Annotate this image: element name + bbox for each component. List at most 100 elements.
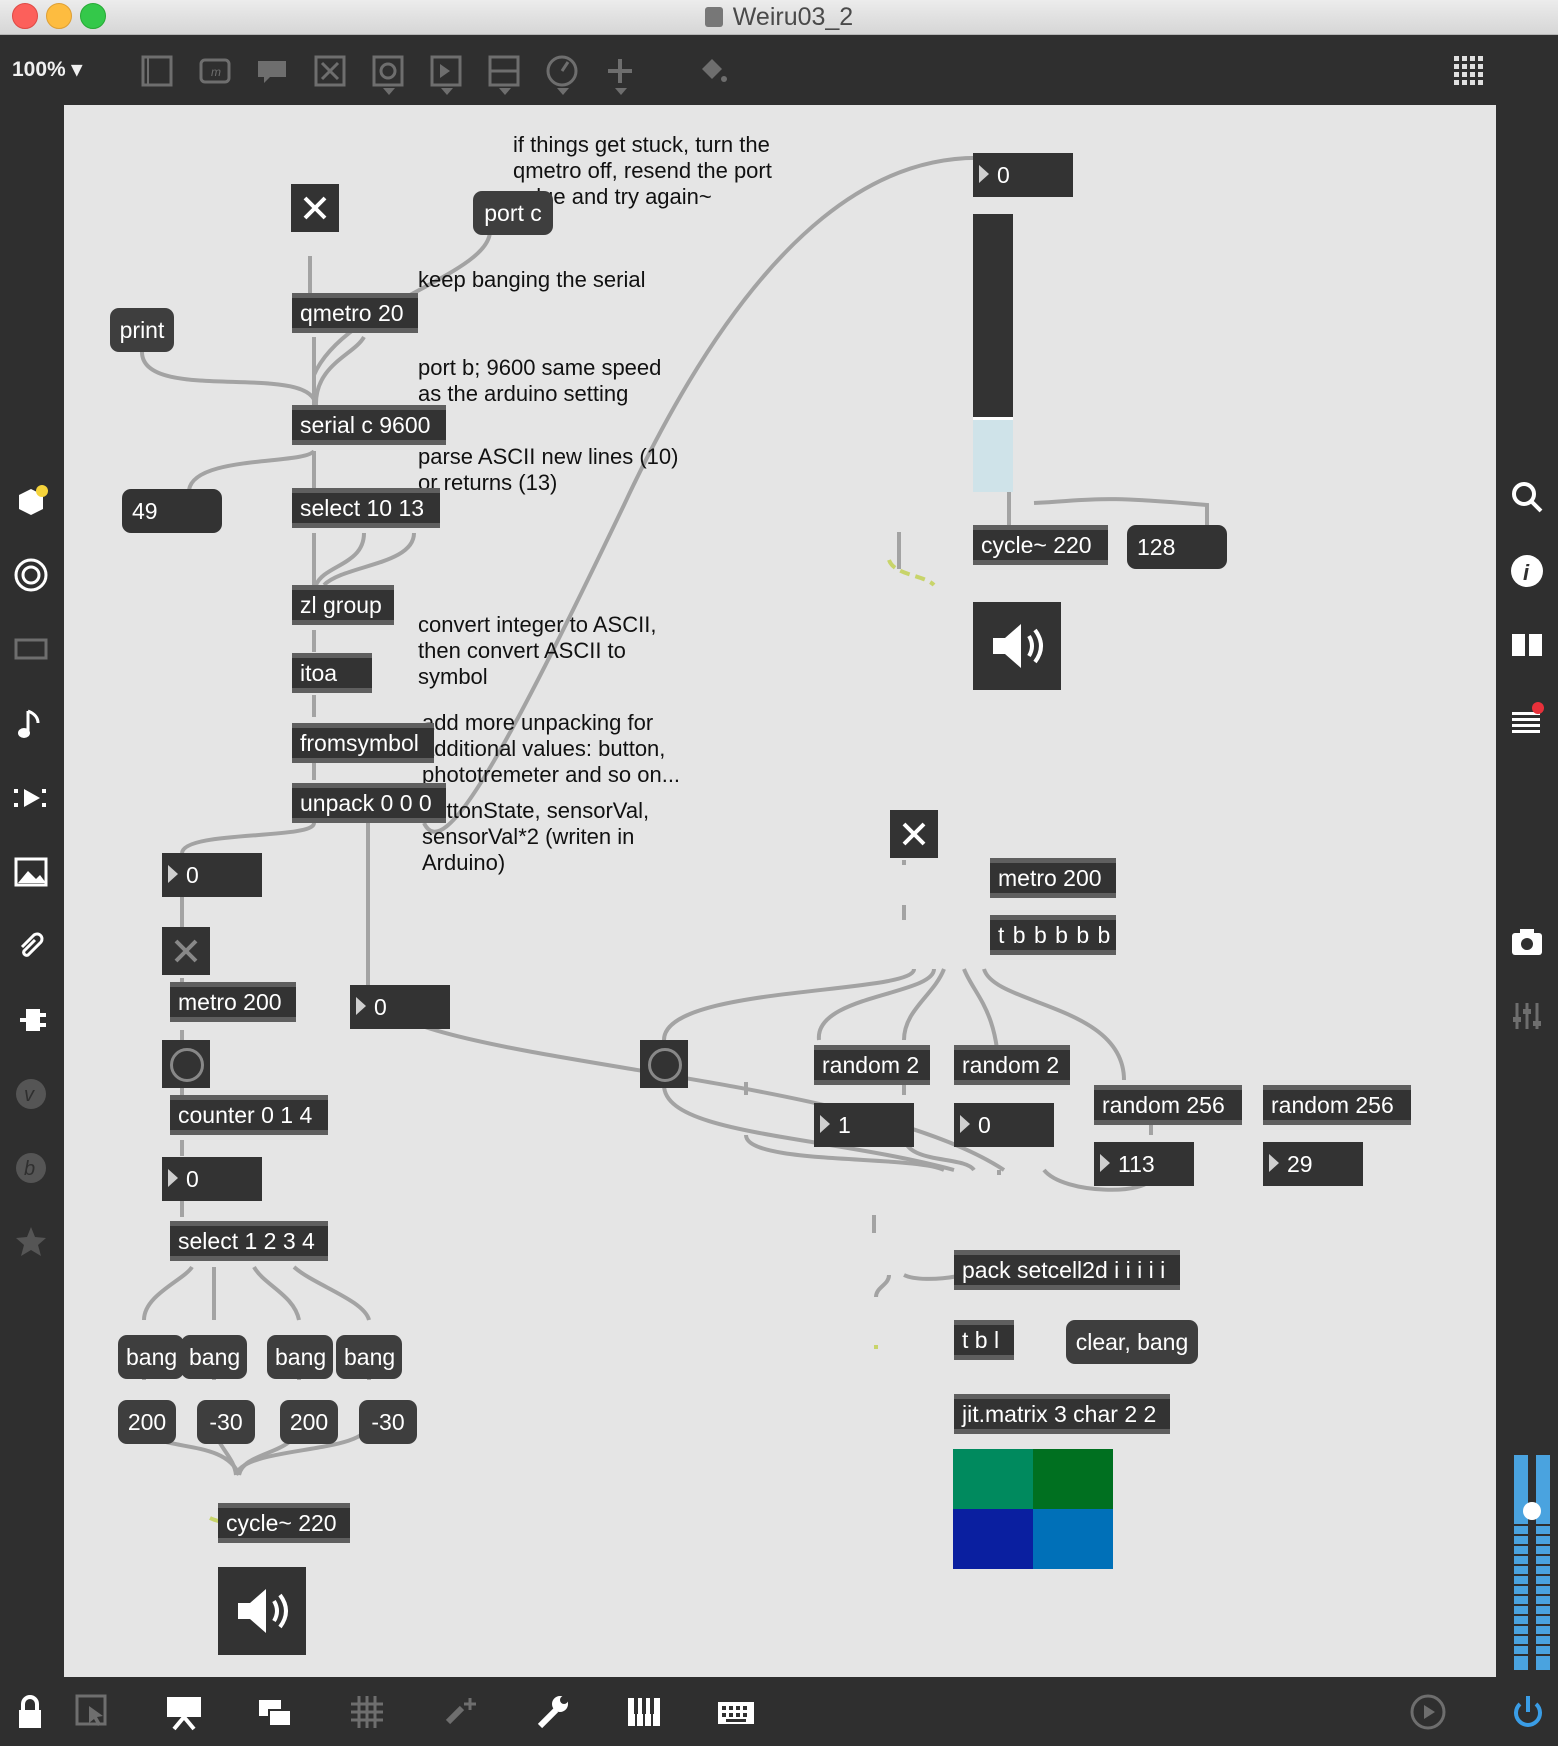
value-minus30-message-1[interactable]: -30 [197,1400,255,1444]
random-2-object-a[interactable]: random 2 [814,1045,930,1085]
mixer-icon[interactable] [1505,994,1549,1038]
bang-message-4[interactable]: bang [336,1335,402,1379]
close-window-button[interactable] [12,3,38,29]
metro-toggle[interactable] [162,927,210,975]
zoom-window-button[interactable] [80,3,106,29]
package-icon[interactable] [9,480,53,524]
unpack-number-box-2[interactable]: 0 [350,985,450,1029]
random-number-box-1[interactable]: 1 [814,1103,914,1147]
slider-icon[interactable] [484,51,524,91]
debug-icon[interactable] [437,1689,483,1735]
fromsymbol-object[interactable]: fromsymbol [292,723,434,763]
value-minus30-message-2[interactable]: -30 [359,1400,417,1444]
trigger-object[interactable]: t b b b b b [990,915,1116,955]
ezdac-right[interactable] [973,602,1061,690]
dsp-power-icon[interactable] [1505,1689,1551,1735]
random-number-box-4[interactable]: 29 [1263,1142,1363,1186]
qmetro-toggle[interactable] [291,184,339,232]
star-icon[interactable] [9,1220,53,1264]
jit-matrix-object[interactable]: jit.matrix 3 char 2 2 [954,1394,1170,1434]
pack-setcell-object[interactable]: pack setcell2d i i i i i [954,1250,1180,1290]
serial-number-box[interactable]: 49 [122,489,222,533]
ezdac-left[interactable] [218,1567,306,1655]
value-200-message-2[interactable]: 200 [280,1400,338,1444]
lock-icon[interactable] [7,1689,53,1735]
unpack-object[interactable]: unpack 0 0 0 [292,783,446,823]
clipboard-icon[interactable] [9,627,53,671]
toggle-icon[interactable] [310,51,350,91]
bang-message-1[interactable]: bang [118,1335,184,1379]
grid-icon[interactable] [1449,51,1489,91]
tbl-object[interactable]: t b l [954,1320,1014,1360]
random-2-object-b[interactable]: random 2 [954,1045,1070,1085]
slider-number-box[interactable]: 0 [973,153,1073,197]
comment-convert: convert integer to ASCII, then convert A… [418,612,657,689]
number-icon[interactable] [426,51,466,91]
search-icon[interactable] [1505,475,1549,519]
audio-play-icon[interactable] [1405,1689,1451,1735]
camera-icon[interactable] [1505,920,1549,964]
comment-icon[interactable] [252,51,292,91]
cycle-left-object[interactable]: cycle~ 220 [218,1503,350,1543]
vertical-slider[interactable] [973,214,1013,492]
comment-stuck: if things get stuck, turn the qmetro off… [513,132,772,209]
patcher-canvas[interactable]: if things get stuck, turn the qmetro off… [64,105,1496,1677]
music-note-icon[interactable] [9,702,53,746]
pack-bang-button[interactable] [640,1040,688,1088]
random-256-object-b[interactable]: random 256 [1263,1085,1411,1125]
message-icon[interactable]: m [195,51,235,91]
metro-left-object[interactable]: metro 200 [170,982,296,1022]
button-icon[interactable] [368,51,408,91]
target-icon[interactable] [9,553,53,597]
windows-icon[interactable] [252,1689,298,1735]
grid-snap-icon[interactable] [344,1689,390,1735]
random-256-object-a[interactable]: random 256 [1094,1085,1242,1125]
matrix-cell-3 [953,1509,1033,1569]
keyboard-icon[interactable] [713,1689,759,1735]
console-icon[interactable] [1505,697,1549,741]
port-c-message[interactable]: port c [473,191,553,235]
random-number-box-2[interactable]: 0 [954,1103,1054,1147]
zoom-dropdown[interactable]: 100% ▾ [12,58,83,81]
new-object-icon[interactable] [137,51,177,91]
presentation-icon[interactable] [161,1689,207,1735]
bang-message-2[interactable]: bang [181,1335,247,1379]
select-cursor-icon[interactable] [70,1689,116,1735]
paperclip-icon[interactable] [9,924,53,968]
metro-right-toggle[interactable] [890,810,938,858]
slider-knob[interactable] [973,416,1013,420]
value-200-message-1[interactable]: 200 [118,1400,176,1444]
random-number-box-3[interactable]: 113 [1094,1142,1194,1186]
zl-group-object[interactable]: zl group [292,585,394,625]
serial-object[interactable]: serial c 9600 [292,405,446,445]
itoa-object[interactable]: itoa [292,653,372,693]
frequency-number-box[interactable]: 128 [1127,525,1227,569]
metro-right-object[interactable]: metro 200 [990,858,1116,898]
select-newline-object[interactable]: select 10 13 [292,488,440,528]
minimize-window-button[interactable] [46,3,72,29]
clear-bang-message[interactable]: clear, bang [1066,1320,1198,1364]
counter-bang-button[interactable] [162,1040,210,1088]
video-icon[interactable] [9,776,53,820]
dial-icon[interactable] [542,51,582,91]
counter-number-box[interactable]: 0 [162,1157,262,1201]
beap-icon[interactable]: b [9,1146,53,1190]
select-1234-object[interactable]: select 1 2 3 4 [170,1221,328,1261]
unpack-number-box-1[interactable]: 0 [162,853,262,897]
paint-bucket-icon[interactable] [692,51,732,91]
output-meter[interactable] [1512,1455,1552,1670]
vizzie-icon[interactable]: v [9,1072,53,1116]
columns-icon[interactable] [1505,623,1549,667]
add-icon[interactable] [600,51,640,91]
cycle-right-object[interactable]: cycle~ 220 [973,525,1108,565]
wrench-icon[interactable] [529,1689,575,1735]
qmetro-object[interactable]: qmetro 20 [292,293,418,333]
print-message[interactable]: print [110,308,174,352]
info-icon[interactable]: i [1505,549,1549,593]
svg-text:b: b [24,1158,35,1180]
image-icon[interactable] [9,850,53,894]
piano-keys-icon[interactable] [621,1689,667,1735]
plug-icon[interactable] [9,998,53,1042]
counter-object[interactable]: counter 0 1 4 [170,1095,328,1135]
bang-message-3[interactable]: bang [267,1335,333,1379]
